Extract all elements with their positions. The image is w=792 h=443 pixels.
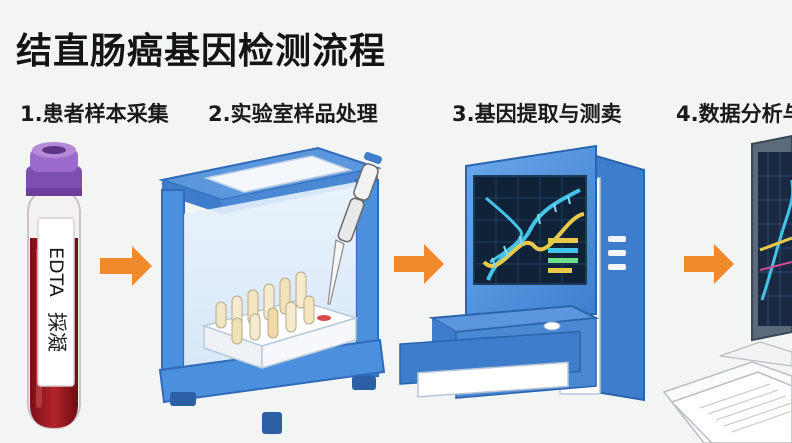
pipette-icon: [327, 152, 382, 305]
dna-helix-icon: [482, 188, 585, 281]
step-2-label: 2.实验室样品处理: [208, 102, 378, 126]
report-documents-icon: [662, 341, 792, 443]
arrow-icon: [684, 244, 734, 284]
data-analysis-icon: [662, 134, 792, 443]
sequencer-icon: [399, 144, 645, 402]
blood-tube-icon: EDTA 採凝: [26, 142, 82, 429]
sample-vials-icon: [215, 271, 331, 345]
step-4-label: 4.数据分析与: [676, 102, 792, 126]
tube-label-edta: EDTA: [45, 247, 67, 297]
page-title: 结直肠癌基因检测流程: [16, 31, 387, 72]
lab-cabinet-icon: [158, 146, 386, 434]
arrow-icon: [100, 246, 152, 286]
tube-label-anticoag: 採凝: [45, 312, 69, 352]
step-1-label: 1.患者样本采集: [20, 102, 169, 126]
step-3-label: 3.基因提取与测卖: [452, 102, 622, 126]
arrow-icon: [394, 244, 444, 284]
